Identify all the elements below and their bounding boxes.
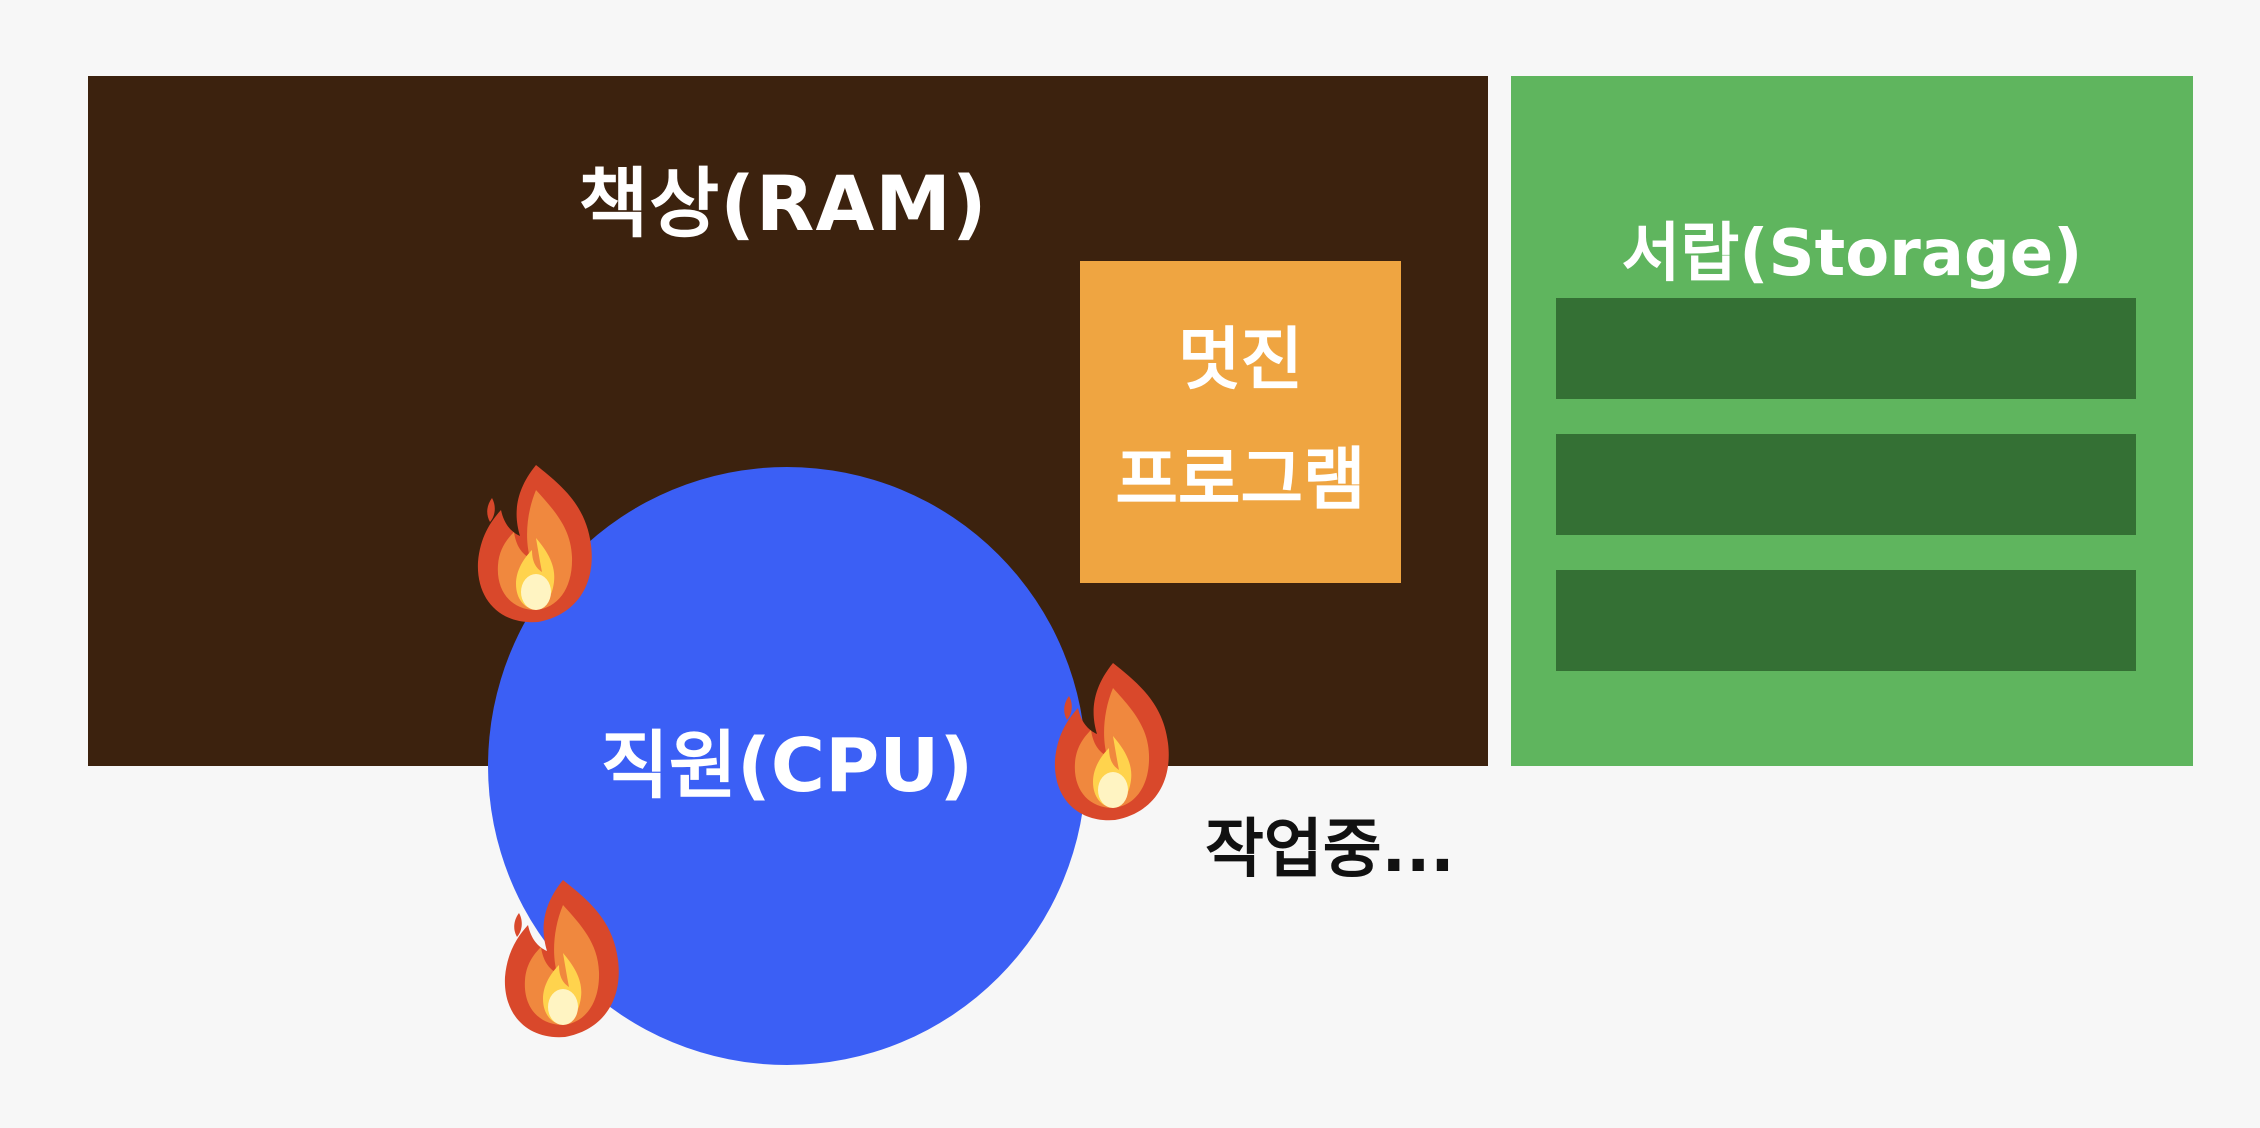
storage-slot [1556,298,2136,399]
fire-icon [504,880,619,1038]
program-label: 멋진 프로그램 [1080,301,1401,541]
fire-icon [1054,663,1169,821]
working-status-text: 작업중... [1205,813,1455,887]
storage-title: 서랍(Storage) [1621,217,2083,291]
program-label-line-1: 멋진 [1177,321,1304,400]
fire-icon [477,465,592,623]
program-box: 멋진 프로그램 [1080,261,1401,583]
program-label-line-2: 프로그램 [1115,441,1366,520]
storage-slot [1556,434,2136,535]
cpu-label: 직원(CPU) [600,723,974,809]
ram-title: 책상(RAM) [578,159,988,248]
storage-slot [1556,570,2136,671]
